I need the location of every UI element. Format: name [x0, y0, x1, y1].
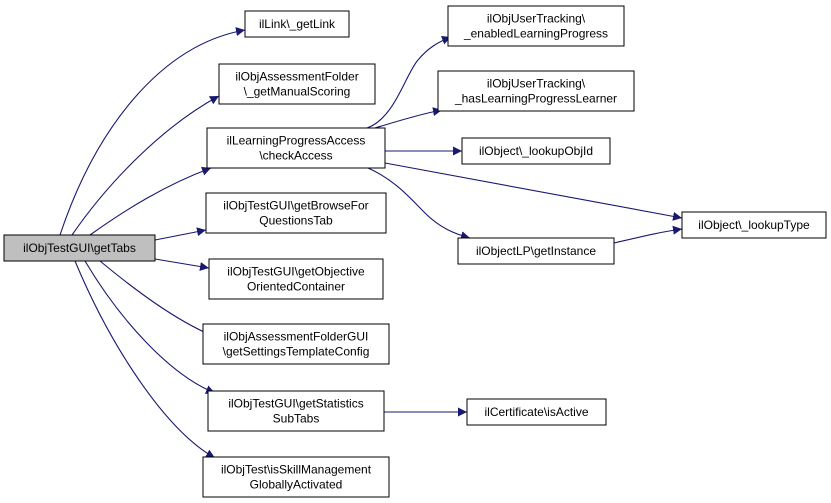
node-label-line: ilObjTestGUI\getTabs	[23, 241, 136, 255]
node-label-line: QuestionsTab	[259, 214, 333, 228]
edge-root-to-getlink	[59, 27, 246, 236]
edges-layer	[59, 27, 683, 459]
node-label-line: ilObject\_lookupType	[698, 218, 810, 232]
edge-line	[74, 260, 216, 459]
node-box	[447, 5, 625, 47]
node-label-line: \getSettingsTemplateConfig	[223, 345, 370, 359]
edge-checkaccess-to-haslp	[374, 107, 443, 129]
edge-root-to-manualscoring	[71, 95, 220, 236]
node-haslp[interactable]: ilObjUserTracking\_hasLearningProgressLe…	[437, 70, 635, 112]
node-isactive[interactable]: ilCertificate\isActive	[466, 398, 607, 426]
edge-line	[367, 167, 471, 241]
edge-line	[154, 258, 210, 271]
node-label-line: ilObjTestGUI\getStatistics	[228, 397, 363, 411]
edge-line	[89, 166, 212, 236]
node-label-line: ilLink\_getLink	[259, 17, 336, 31]
node-box	[208, 258, 384, 300]
node-label-line: ilObjAssessmentFolderGUI	[224, 330, 369, 344]
node-label-line: ilObjUserTracking\	[487, 12, 586, 26]
node-label-line: SubTabs	[273, 412, 320, 426]
edge-checkaccess-to-enabledlp	[366, 36, 452, 129]
node-box	[3, 234, 156, 262]
node-manualscoring[interactable]: ilObjAssessmentFolder\_getManualScoring	[218, 63, 376, 105]
node-box	[461, 137, 611, 165]
node-label-line: \_getManualScoring	[244, 85, 351, 99]
node-getinstance[interactable]: ilObjectLP\getInstance	[457, 237, 615, 265]
node-box	[437, 70, 635, 112]
node-lookuptype[interactable]: ilObject\_lookupType	[681, 211, 827, 239]
edge-root-to-checkaccess	[89, 166, 212, 236]
edge-line	[384, 162, 683, 221]
node-label-line: ilObjTestGUI\getObjective	[227, 265, 365, 279]
node-box	[244, 10, 350, 38]
node-lookupobjid[interactable]: ilObject\_lookupObjId	[461, 137, 611, 165]
node-label-line: ilLearningProgressAccess	[227, 134, 366, 148]
node-label-line: ilCertificate\isActive	[484, 405, 588, 419]
node-box	[218, 63, 376, 105]
node-checkaccess[interactable]: ilLearningProgressAccess\checkAccess	[206, 127, 386, 169]
node-box	[206, 127, 386, 169]
node-root[interactable]: ilObjTestGUI\getTabs	[3, 234, 156, 262]
edge-getinstance-to-lookuptype	[613, 225, 683, 244]
node-label-line: ilObjUserTracking\	[487, 77, 586, 91]
edge-root-to-objcontainer	[154, 258, 210, 271]
node-box	[681, 211, 827, 239]
edge-checkaccess-to-getinstance	[367, 167, 471, 241]
edge-line	[366, 36, 452, 129]
node-box	[466, 398, 607, 426]
edge-line	[59, 27, 246, 236]
node-label-line: ilObjectLP\getInstance	[476, 244, 596, 258]
node-enabledlp[interactable]: ilObjUserTracking\_enabledLearningProgre…	[447, 5, 625, 47]
edge-line	[84, 260, 216, 394]
edge-line	[374, 107, 443, 129]
node-label-line: ilObjTest\isSkillManagement	[221, 463, 372, 477]
nodes-layer: ilObjTestGUI\getTabs ilLink\_getLink ilObj…	[3, 5, 827, 498]
node-box	[457, 237, 615, 265]
edge-root-to-settingstpl	[99, 260, 214, 337]
node-label-line: OrientedContainer	[247, 280, 345, 294]
node-label-line: ilObject\_lookupObjId	[479, 144, 593, 158]
node-box	[205, 192, 387, 234]
node-label-line: _enabledLearningProgress	[463, 27, 608, 41]
edge-checkaccess-to-lookuptype	[384, 162, 683, 221]
edge-root-to-skillmgmt	[74, 260, 216, 459]
node-box	[207, 390, 385, 432]
edge-line	[99, 260, 214, 337]
node-label-line: ilObjTestGUI\getBrowseFor	[223, 199, 368, 213]
node-label-line: GloballyActivated	[250, 478, 343, 492]
node-getlink[interactable]: ilLink\_getLink	[244, 10, 350, 38]
edge-root-to-browsetab	[154, 227, 207, 241]
node-settingstpl[interactable]: ilObjAssessmentFolderGUI\getSettingsTemp…	[202, 323, 390, 365]
node-label-line: \checkAccess	[259, 149, 332, 163]
node-skillmgmt[interactable]: ilObjTest\isSkillManagementGloballyActiv…	[202, 456, 390, 498]
edge-root-to-statsubtabs	[84, 260, 216, 394]
node-label-line: _hasLearningProgressLearner	[454, 92, 617, 106]
node-label-line: ilObjAssessmentFolder	[235, 70, 358, 84]
edge-line	[154, 227, 207, 241]
node-objcontainer[interactable]: ilObjTestGUI\getObjectiveOrientedContain…	[208, 258, 384, 300]
edge-line	[71, 95, 220, 236]
node-box	[202, 456, 390, 498]
node-box	[202, 323, 390, 365]
edge-line	[613, 225, 683, 244]
